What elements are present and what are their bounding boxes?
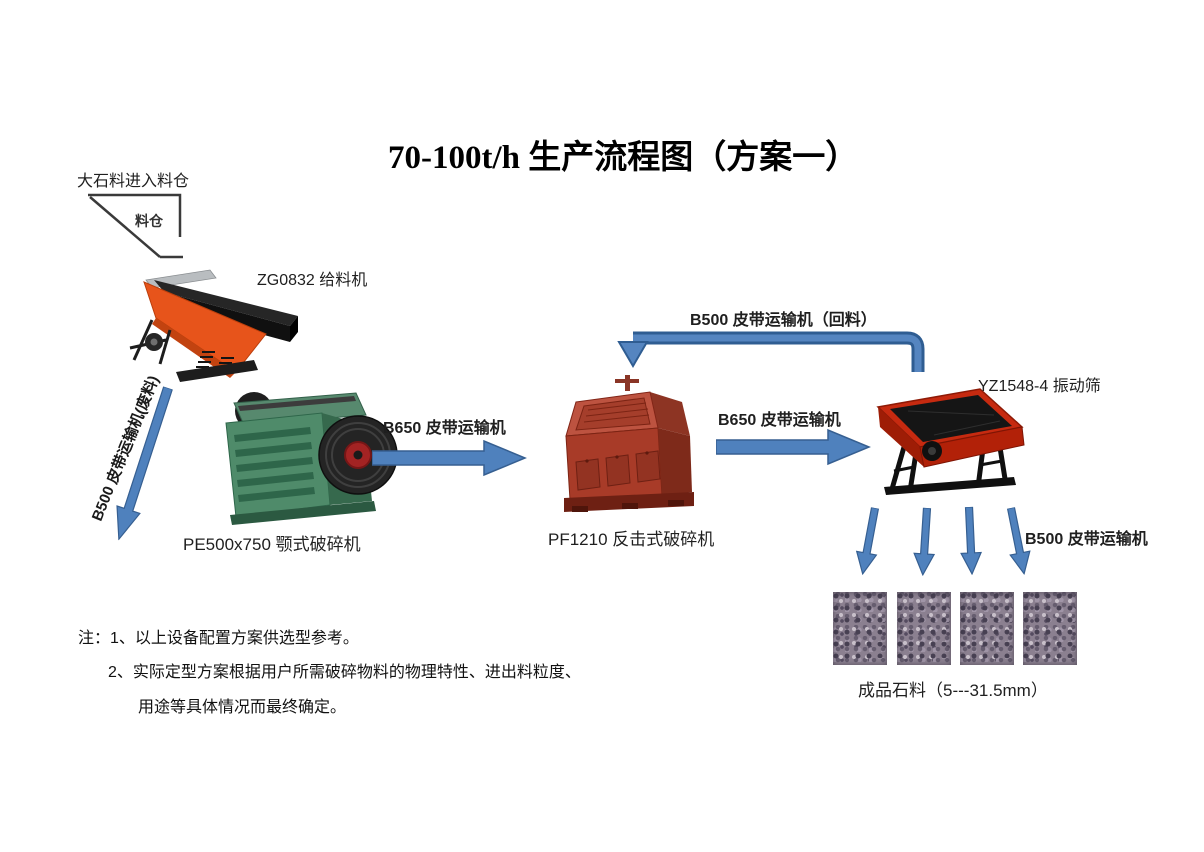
belt-to-screen-arrow xyxy=(716,428,871,466)
hopper-caption: 大石料进入料仓 xyxy=(77,173,190,190)
vibrating-screen-image xyxy=(876,388,1025,495)
hopper-slope-line xyxy=(89,196,161,258)
stone-pile-2 xyxy=(897,592,951,665)
impact-crusher-label: PF1210 反击式破碎机 xyxy=(548,530,715,549)
belt-to-impact-label: B650 皮带运输机 xyxy=(383,420,506,437)
hopper-diagram: 料仓 xyxy=(88,193,183,259)
product-drop-arrow-3 xyxy=(953,506,983,576)
belt-to-screen-label: B650 皮带运输机 xyxy=(718,412,841,429)
waste-belt-arrow xyxy=(101,382,180,544)
belt-to-impact-arrow xyxy=(372,439,527,477)
return-belt-label: B500 皮带运输机（回料） xyxy=(690,312,877,329)
page-title: 70-100t/h 生产流程图（方案一） xyxy=(388,140,859,176)
impact-crusher-image xyxy=(564,375,694,512)
hopper-label: 料仓 xyxy=(135,213,164,229)
product-drop-arrow-4 xyxy=(995,506,1035,578)
stone-pile-3 xyxy=(960,592,1014,665)
stone-pile-1 xyxy=(833,592,887,665)
product-size-label: 成品石料（5---31.5mm） xyxy=(858,681,1048,700)
feeder-image xyxy=(129,269,298,382)
note-line-3: 用途等具体情况而最终确定。 xyxy=(138,699,347,716)
product-belt-label: B500 皮带运输机 xyxy=(1025,531,1148,548)
note-line-1: 注：1、以上设备配置方案供选型参考。 xyxy=(78,630,359,647)
return-belt-arrow xyxy=(617,331,925,372)
stone-pile-4 xyxy=(1023,592,1077,665)
vibrating-screen-label: YZ1548-4 振动筛 xyxy=(978,378,1101,395)
jaw-crusher-label: PE500x750 颚式破碎机 xyxy=(183,535,361,554)
jaw-crusher-image xyxy=(225,392,398,525)
product-drop-arrow-1 xyxy=(847,505,886,577)
feeder-label: ZG0832 给料机 xyxy=(257,272,368,289)
hopper-outline xyxy=(88,193,182,237)
note-line-2: 2、实际定型方案根据用户所需破碎物料的物理特性、进出料粒度、 xyxy=(108,664,581,681)
screen-mesh xyxy=(890,395,1012,442)
product-drop-arrow-2 xyxy=(907,507,938,577)
